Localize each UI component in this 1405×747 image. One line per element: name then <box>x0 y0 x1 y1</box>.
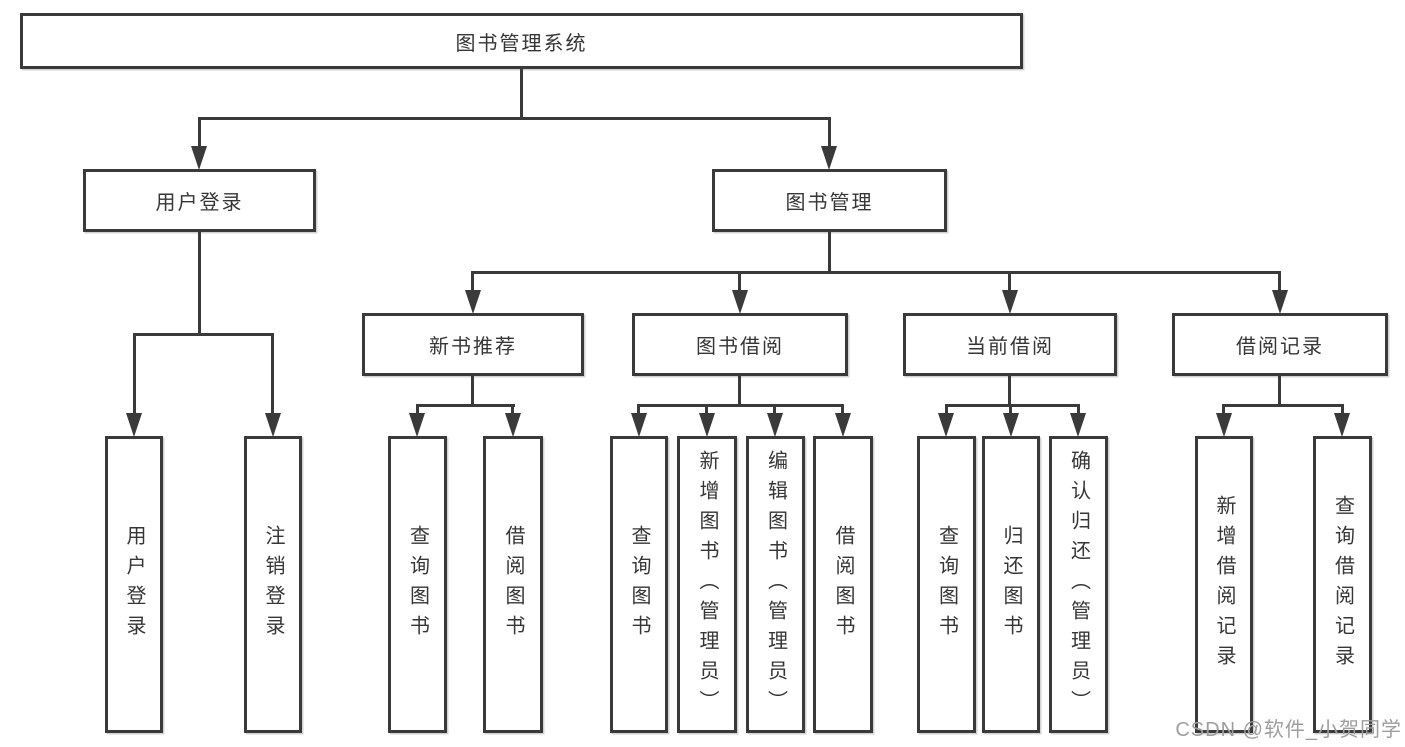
connector-branch-book-management <box>828 117 831 147</box>
arrowhead-down-icon <box>1272 290 1288 314</box>
connector-branch-user-login <box>198 117 201 147</box>
connector-branch-current-borrow <box>1008 271 1011 291</box>
arrowhead-down-icon <box>821 146 837 170</box>
arrowhead-down-icon <box>265 413 281 437</box>
arrowhead-down-icon <box>732 290 748 314</box>
node-leaf-query-borrow-record: 查询借阅记录 <box>1313 436 1372 733</box>
node-leaf-user-login: 用户登录 <box>105 436 163 733</box>
arrowhead-down-icon <box>1002 290 1018 314</box>
node-borrow-records: 借阅记录 <box>1172 313 1388 376</box>
arrowhead-down-icon <box>505 413 521 437</box>
arrowhead-down-icon <box>191 146 207 170</box>
node-leaf-query-books-current: 查询图书 <box>917 436 976 733</box>
node-leaf-query-books-recommend: 查询图书 <box>388 436 447 733</box>
connector-branch-leaf <box>416 404 419 414</box>
node-leaf-add-borrow-record: 新增借阅记录 <box>1195 436 1253 733</box>
connector-user-login-hline <box>133 333 274 336</box>
connector-user-login-stem <box>198 232 201 336</box>
arrowhead-down-icon <box>126 413 142 437</box>
node-leaf-borrow-books-recommend: 借阅图书 <box>483 436 543 733</box>
connector-branch-leaf <box>637 404 640 414</box>
connector-book-borrow-stem <box>738 376 741 407</box>
arrowhead-down-icon <box>699 413 715 437</box>
node-current-borrow: 当前借阅 <box>903 313 1117 376</box>
node-user-login-group: 用户登录 <box>83 169 316 232</box>
connector-branch-leaf <box>773 404 776 414</box>
connector-branch-leaf <box>511 404 514 414</box>
connector-book-mgmt-stem <box>828 232 831 274</box>
connector-branch-book-borrow <box>738 271 741 291</box>
connector-branch-leaf <box>1222 404 1225 414</box>
connector-branch-leaf <box>1077 404 1080 414</box>
node-book-borrow: 图书借阅 <box>632 313 848 376</box>
connector-current-borrow-hline <box>945 404 1079 407</box>
connector-branch-leaf <box>1009 404 1012 414</box>
connector-branch-new-book <box>471 271 474 291</box>
connector-new-book-stem <box>471 376 474 407</box>
node-leaf-logout: 注销登录 <box>244 436 302 733</box>
node-root-library-system: 图书管理系统 <box>20 13 1023 69</box>
arrowhead-down-icon <box>1334 413 1350 437</box>
node-leaf-borrow-books: 借阅图书 <box>813 436 873 733</box>
connector-branch-leaf <box>705 404 708 414</box>
connector-branch-borrow-records <box>1278 271 1281 291</box>
arrowhead-down-icon <box>835 413 851 437</box>
node-leaf-return-books: 归还图书 <box>982 436 1040 733</box>
connector-current-borrow-stem <box>1008 376 1011 407</box>
arrowhead-down-icon <box>1216 413 1232 437</box>
connector-new-book-hline <box>416 404 515 407</box>
arrowhead-down-icon <box>767 413 783 437</box>
arrowhead-down-icon <box>631 413 647 437</box>
node-leaf-add-book-admin: 新增图书（管理员） <box>677 436 737 733</box>
connector-branch-leaf <box>841 404 844 414</box>
arrowhead-down-icon <box>1070 413 1086 437</box>
node-leaf-edit-book-admin: 编辑图书（管理员） <box>746 436 805 733</box>
connector-branch-leaf <box>1341 404 1344 414</box>
connector-branch-leaf-logout <box>271 333 274 413</box>
node-leaf-query-books-borrow: 查询图书 <box>610 436 668 733</box>
arrowhead-down-icon <box>938 413 954 437</box>
connector-branch-leaf <box>945 404 948 414</box>
arrowhead-down-icon <box>409 413 425 437</box>
arrowhead-down-icon <box>1003 413 1019 437</box>
watermark-text: CSDN @软件_小贺同学 <box>1175 719 1402 741</box>
connector-root-hline <box>198 117 831 120</box>
connector-book-mgmt-hline <box>471 271 1281 274</box>
connector-borrow-records-hline <box>1222 404 1343 407</box>
arrowhead-down-icon <box>465 290 481 314</box>
connector-branch-leaf-user-login <box>133 333 136 413</box>
node-new-book-recommend: 新书推荐 <box>362 313 584 376</box>
connector-root-stem <box>520 69 523 120</box>
node-leaf-confirm-return-admin: 确认归还（管理员） <box>1049 436 1108 733</box>
node-book-management-group: 图书管理 <box>712 169 947 232</box>
connector-borrow-records-stem <box>1278 376 1281 407</box>
connector-book-borrow-hline <box>637 404 843 407</box>
